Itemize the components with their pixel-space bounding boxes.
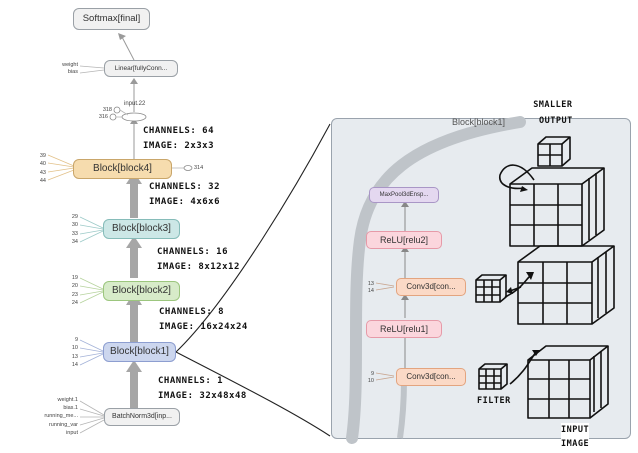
zoom-line-top xyxy=(175,123,331,353)
filter-lower-icon xyxy=(478,363,508,390)
relu1-node[interactable]: ReLU[relu1] xyxy=(366,320,442,338)
annotation-image: IMAGE: 8x12x12 xyxy=(157,262,240,272)
block3-input-30: 30 xyxy=(71,222,78,229)
input22-label: input.22 xyxy=(124,101,146,107)
conv1-input-10: 10 xyxy=(367,377,374,384)
block3-inputs: 29 30 33 34 xyxy=(62,213,78,246)
block2-input-23: 23 xyxy=(71,291,78,298)
block2-input-24: 24 xyxy=(71,299,78,306)
block4-output-314: 314 xyxy=(194,165,204,171)
annotation-block4: CHANNELS: 64 IMAGE: 2x3x3 xyxy=(143,124,214,154)
input22-port-316: 316 xyxy=(98,114,108,120)
edge-block1-block2 xyxy=(130,302,138,342)
edge-linear-softmax xyxy=(121,36,135,61)
feature-map-cube-icon xyxy=(517,245,615,325)
block1-input-10: 10 xyxy=(71,345,78,352)
block4-input-44: 44 xyxy=(39,177,46,184)
annotation-block1: CHANNELS: 8 IMAGE: 16x24x24 xyxy=(159,305,248,335)
conv2-input-14: 14 xyxy=(367,287,374,294)
flow-band xyxy=(346,116,526,444)
block-detail-panel xyxy=(331,118,631,439)
block4-input-43: 43 xyxy=(39,169,46,176)
conv1-input-9: 9 xyxy=(370,371,374,377)
block2-node[interactable]: Block[block2] xyxy=(103,281,180,301)
block4-node[interactable]: Block[block4] xyxy=(73,159,172,179)
annotation-block2: CHANNELS: 16 IMAGE: 8x12x12 xyxy=(157,245,240,275)
block3-input-33: 33 xyxy=(71,230,78,237)
block2-input-20: 20 xyxy=(71,283,78,290)
linear-input-weight: weight xyxy=(62,62,78,68)
annotation-image: IMAGE: 4x6x6 xyxy=(149,197,221,207)
edge-block2-block3 xyxy=(130,246,138,278)
smaller-output-cube-icon xyxy=(537,136,571,167)
annotation-channels: CHANNELS: 1 xyxy=(158,376,224,386)
block4-inputs: 39 40 43 44 xyxy=(30,152,46,185)
annotation-channels: CHANNELS: 16 xyxy=(157,247,229,257)
feature-map-upper-cube-icon xyxy=(509,167,605,247)
block1-input-14: 14 xyxy=(71,361,78,368)
smaller-output-line2: OUTPUT xyxy=(539,116,573,126)
filter-label: FILTER xyxy=(477,396,511,406)
annotation-channels: CHANNELS: 32 xyxy=(149,182,221,192)
block3-input-29: 29 xyxy=(71,214,78,220)
smaller-output-label: SMALLER OUTPUT xyxy=(533,97,573,129)
annotation-image: IMAGE: 2x3x3 xyxy=(143,141,215,151)
block4-input-40: 40 xyxy=(39,161,46,168)
block2-input-19: 19 xyxy=(71,275,78,281)
conv2-inputs: 13 14 xyxy=(362,281,374,295)
conv2-input-13: 13 xyxy=(367,281,374,287)
input-image-line1: INPUT xyxy=(561,425,590,435)
detail-title: Block[block1] xyxy=(452,117,506,127)
annotation-channels: CHANNELS: 8 xyxy=(159,307,225,317)
annotation-image: IMAGE: 32x48x48 xyxy=(158,391,247,401)
batchnorm-node[interactable]: BatchNorm3d[inp... xyxy=(104,408,180,426)
conv1-inputs: 9 10 xyxy=(362,371,374,385)
smaller-output-line1: SMALLER xyxy=(533,100,573,110)
input-image-label: INPUT IMAGE xyxy=(561,423,590,451)
block3-input-34: 34 xyxy=(71,238,78,245)
block2-inputs: 19 20 23 24 xyxy=(62,274,78,307)
linear-input-bias: bias xyxy=(67,68,78,75)
annotation-channels: CHANNELS: 64 xyxy=(143,126,215,136)
batchnorm-input-input: input xyxy=(66,429,78,436)
conv2-node[interactable]: Conv3d[con... xyxy=(396,278,466,296)
input22-port-318: 318 xyxy=(102,107,112,113)
input-image-line2: IMAGE xyxy=(561,439,590,449)
linear-node[interactable]: Linear[fullyConn... xyxy=(104,60,178,77)
input-image-cube-icon xyxy=(527,345,609,419)
softmax-node[interactable]: Softmax[final] xyxy=(73,8,150,30)
batchnorm-input-bias: bias.1 xyxy=(63,405,78,412)
batchnorm-input-running-mean: running_me... xyxy=(44,413,78,420)
block1-inputs: 9 10 13 14 xyxy=(62,336,78,369)
cube-sketches xyxy=(475,136,615,419)
filter-upper-icon xyxy=(475,274,507,303)
relu2-node[interactable]: ReLU[relu2] xyxy=(366,231,442,249)
annotation-block3: CHANNELS: 32 IMAGE: 4x6x6 xyxy=(149,180,220,210)
block4-input-39: 39 xyxy=(39,153,46,159)
edge-block3-block4 xyxy=(130,181,138,218)
edge-batchnorm-block1 xyxy=(130,370,138,408)
zoom-line-bottom xyxy=(175,351,331,437)
conv1-node[interactable]: Conv3d[con... xyxy=(396,368,466,386)
block1-input-13: 13 xyxy=(71,353,78,360)
linear-input-labels: weight bias xyxy=(50,62,78,76)
batchnorm-input-weight: weight.1 xyxy=(57,397,79,403)
annotation-image: IMAGE: 16x24x24 xyxy=(159,322,248,332)
batchnorm-inputs: weight.1 bias.1 running_me... running_va… xyxy=(30,396,78,437)
batchnorm-input-running-var: running_var xyxy=(48,421,78,428)
maxpool-node[interactable]: MaxPool3dEnsp... xyxy=(369,187,439,203)
block1-input-9: 9 xyxy=(74,337,78,343)
annotation-input: CHANNELS: 1 IMAGE: 32x48x48 xyxy=(158,374,247,404)
block3-node[interactable]: Block[block3] xyxy=(103,219,180,239)
block1-node[interactable]: Block[block1] xyxy=(103,342,176,362)
